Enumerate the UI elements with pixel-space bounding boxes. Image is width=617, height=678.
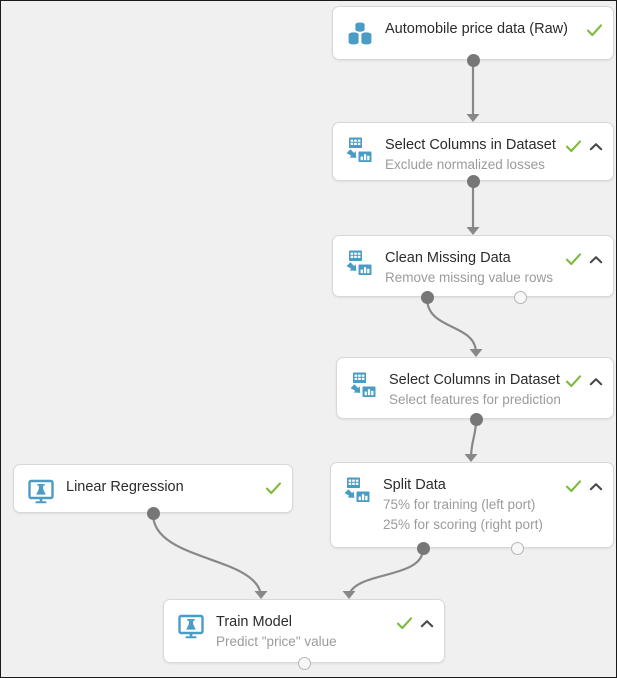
node-port-hollow[interactable] xyxy=(297,656,311,670)
connector-arrowhead xyxy=(342,591,356,599)
node-status xyxy=(265,476,282,497)
check-icon xyxy=(565,478,582,495)
connector-arrowhead xyxy=(469,349,483,357)
node-body: Split Data 75% for training (left port) 25… xyxy=(383,474,559,534)
node-subtitle: 25% for scoring (right port) xyxy=(383,517,543,532)
node-title: Select Columns in Dataset xyxy=(389,372,560,388)
node-title: Train Model xyxy=(216,614,293,630)
check-icon xyxy=(565,138,582,155)
check-icon xyxy=(565,373,582,390)
chevron-up-icon[interactable] xyxy=(420,617,434,631)
connector-edge xyxy=(425,296,478,355)
node-port-filled[interactable] xyxy=(466,174,480,188)
node-body: Automobile price data (Raw) xyxy=(385,18,580,38)
node-status xyxy=(586,18,603,39)
connector-arrowhead xyxy=(254,591,268,599)
node-status xyxy=(565,134,603,155)
node-port-filled[interactable] xyxy=(146,506,160,520)
connector-arrowhead xyxy=(466,227,480,235)
chevron-up-icon[interactable] xyxy=(589,480,603,494)
connector-edge xyxy=(347,547,425,597)
node-title: Automobile price data (Raw) xyxy=(385,21,568,37)
data-transform-icon xyxy=(349,370,379,400)
node-port-hollow[interactable] xyxy=(513,290,527,304)
node-title: Select Columns in Dataset xyxy=(385,137,556,153)
dataset-cylinders-icon xyxy=(345,19,375,49)
node-subtitle: Select features for prediction xyxy=(389,392,561,407)
connector-edge xyxy=(469,418,478,460)
data-transform-icon xyxy=(345,135,375,165)
node-body: Linear Regression xyxy=(66,476,259,496)
node-title: Split Data xyxy=(383,477,446,493)
node-port-filled[interactable] xyxy=(420,290,434,304)
check-icon xyxy=(565,251,582,268)
check-icon xyxy=(586,22,603,39)
node-subtitle: 75% for training (left port) xyxy=(383,497,536,512)
chevron-up-icon[interactable] xyxy=(589,253,603,267)
node-status xyxy=(565,369,603,390)
node-subtitle: Remove missing value rows xyxy=(385,270,554,285)
node-split-data[interactable]: Split Data 75% for training (left port) 25… xyxy=(330,462,614,548)
connector-arrowhead xyxy=(464,454,478,462)
connector-arrowhead xyxy=(466,114,480,122)
node-status xyxy=(396,611,434,632)
node-automobile-price-data-raw[interactable]: Automobile price data (Raw) xyxy=(332,6,614,60)
node-port-filled[interactable] xyxy=(416,541,430,555)
ml-algorithm-icon xyxy=(176,612,206,642)
node-title: Linear Regression xyxy=(66,479,184,495)
node-subtitle: Exclude normalized losses xyxy=(385,157,545,172)
node-port-filled[interactable] xyxy=(469,412,483,426)
node-subtitle: Predict "price" value xyxy=(216,634,337,649)
data-transform-icon xyxy=(343,475,373,505)
node-title: Clean Missing Data xyxy=(385,250,511,266)
data-transform-icon xyxy=(345,248,375,278)
node-port-filled[interactable] xyxy=(466,53,480,67)
ml-algorithm-icon xyxy=(26,477,56,507)
connector-edge xyxy=(151,512,263,597)
check-icon xyxy=(265,480,282,497)
chevron-up-icon[interactable] xyxy=(589,140,603,154)
node-status xyxy=(565,474,603,495)
node-linear-regression[interactable]: Linear Regression xyxy=(13,464,293,513)
chevron-up-icon[interactable] xyxy=(589,375,603,389)
node-port-hollow[interactable] xyxy=(510,541,524,555)
node-status xyxy=(565,247,603,268)
check-icon xyxy=(396,615,413,632)
